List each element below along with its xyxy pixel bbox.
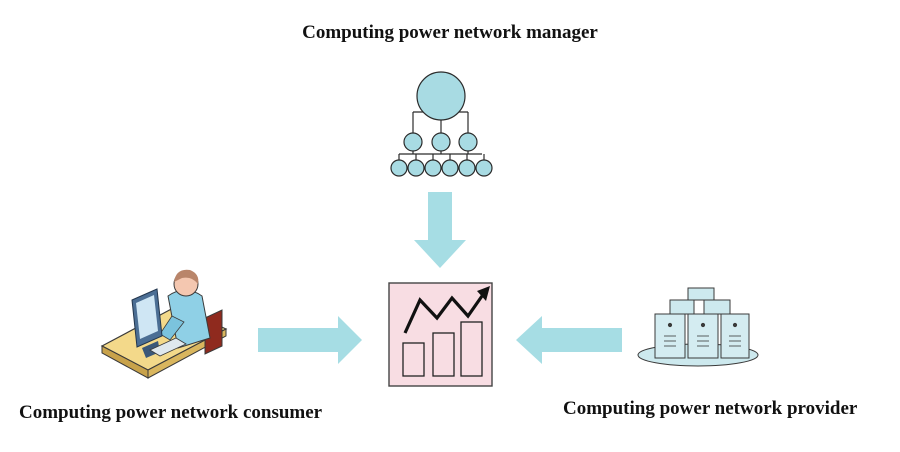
trend-chart-icon (388, 282, 493, 387)
trend-arrowhead-icon (477, 286, 490, 301)
arrow-down-icon (414, 192, 466, 268)
root-node-icon (416, 71, 466, 121)
trend-line-icon (403, 295, 484, 334)
chart-bar-icon (402, 342, 425, 377)
leaf-node-icon (407, 159, 425, 177)
hierarchy-tree-icon (390, 71, 493, 177)
leaf-node-icon (390, 159, 408, 177)
leaf-node-icon (458, 159, 476, 177)
chart-bar-icon (432, 332, 455, 377)
user-at-computer-icon (100, 269, 228, 379)
arrow-right-icon (258, 316, 362, 364)
leaf-node-icon (424, 159, 442, 177)
arrow-left-icon (516, 316, 622, 364)
child-node-icon (403, 132, 423, 152)
provider-label: Computing power network provider (563, 398, 858, 419)
consumer-label: Computing power network consumer (19, 402, 323, 423)
leaf-node-icon (475, 159, 493, 177)
leaf-node-icon (441, 159, 459, 177)
server-unit-icon (720, 313, 750, 359)
chart-bar-icon (460, 321, 483, 377)
child-node-icon (431, 132, 451, 152)
manager-label: Computing power network manager (302, 22, 598, 43)
child-node-icon (458, 132, 478, 152)
server-cluster-icon (637, 287, 759, 367)
